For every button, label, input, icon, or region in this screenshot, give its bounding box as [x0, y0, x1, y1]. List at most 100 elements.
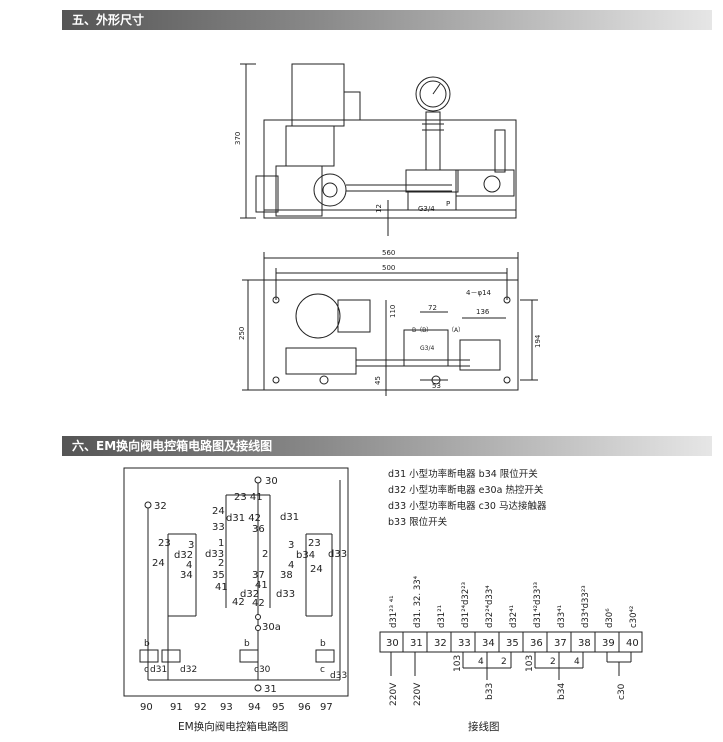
wiring-top-label-32: d31²¹	[437, 605, 447, 628]
pump-wheel	[313, 173, 347, 207]
wiring-bottom-2-a: 2	[501, 657, 507, 667]
circuit-diagram: 30 32 23 41 24 d31 42 33 36 d31 23 3 24 …	[123, 467, 349, 733]
wiring-top-label-35: d32⁴¹	[509, 605, 519, 628]
relay-c-left	[161, 649, 181, 663]
circuit-bottom-95: 95	[272, 702, 285, 713]
circuit-relay-d31: d31	[150, 665, 167, 675]
circuit-terminal-32: 32	[154, 501, 167, 512]
circuit-relay-c30: c30	[254, 665, 271, 675]
dim-500: 500	[382, 264, 395, 272]
wiring-terminal-30: 30	[386, 638, 399, 649]
circuit-label-4-right: 4	[288, 560, 294, 571]
circuit-label-1: 1	[218, 538, 224, 549]
wiring-terminal-40: 40	[626, 638, 639, 649]
circuit-terminal-30: 30	[265, 476, 278, 487]
circuit-terminal-31: 31	[264, 684, 277, 695]
circuit-bottom-97: 97	[320, 702, 333, 713]
port-g34: G3/4	[418, 205, 435, 213]
relay-b-center	[239, 649, 259, 663]
front-view-drawing	[240, 63, 517, 236]
wiring-bottom-4-b: 4	[574, 657, 580, 667]
wiring-terminal-34: 34	[482, 638, 495, 649]
circuit-bottom-96: 96	[298, 702, 311, 713]
wiring-terminal-37: 37	[554, 638, 567, 649]
circuit-relay-c-left: c	[144, 665, 149, 675]
circuit-label-24: 24	[212, 506, 225, 517]
front-base-plate	[263, 119, 517, 219]
circuit-label-23-41: 23 41	[234, 492, 263, 503]
circuit-bottom-90: 90	[140, 702, 153, 713]
dim-194: 194	[534, 334, 542, 348]
dim-53: 53	[432, 382, 441, 390]
legend-line-4: b33 限位开关	[388, 517, 448, 528]
circuit-relay-d32: d32	[180, 665, 197, 675]
wiring-bottom-4-a: 4	[478, 657, 484, 667]
wiring-top-label-37: d33⁴¹	[557, 605, 567, 628]
wiring-bottom-b34: b34	[557, 683, 567, 700]
circuit-label-2-right: 2	[262, 549, 268, 560]
circuit-label-42-right: 42	[252, 598, 265, 609]
port-g-label: G3/4	[420, 345, 434, 352]
circuit-label-37: 37	[252, 570, 265, 581]
port-p: P	[446, 200, 450, 208]
wiring-bottom-c30: c30	[617, 683, 627, 700]
wiring-terminal-36: 36	[530, 638, 543, 649]
circuit-label-30a: 30a	[262, 622, 281, 633]
circuit-label-33: 33	[212, 522, 225, 533]
wiring-top-label-38: d33⁴d33²³	[581, 585, 591, 628]
dim-370: 370	[234, 132, 242, 145]
circuit-caption: EM换向阀电控箱电路图	[178, 720, 288, 733]
circuit-label-d33-center: d33	[205, 549, 224, 560]
wiring-terminal-38: 38	[578, 638, 591, 649]
dim-110: 110	[389, 305, 397, 318]
wiring-bottom-2-b: 2	[550, 657, 556, 667]
wiring-diagram: 30 31 32 33 34 35 36 37 38 39 40 d31²³ ⁴…	[379, 575, 643, 733]
circuit-label-42-center: 42	[232, 597, 245, 608]
wiring-terminal-33: 33	[458, 638, 471, 649]
circuit-label-d33-mid: d33	[276, 589, 295, 600]
circuit-relay-b-right: b	[320, 639, 326, 649]
circuit-label-4-left: 4	[186, 560, 192, 571]
section-title-dimensions: 五、外形尺寸	[62, 10, 712, 30]
section-title-circuit: 六、EM换向阀电控箱电路图及接线图	[62, 436, 712, 456]
circuit-relay-b-left: b	[144, 639, 150, 649]
wiring-top-label-30: d31²³ ⁴¹	[389, 595, 399, 628]
circuit-label-24-right: 24	[310, 564, 323, 575]
circuit-bottom-93: 93	[220, 702, 233, 713]
wiring-top-label-39: d30⁶	[605, 608, 615, 628]
circuit-label-3-right: 3	[288, 540, 294, 551]
circuit-frame	[123, 467, 349, 697]
relay-b-right	[315, 649, 335, 663]
wiring-top-label-36: d31⁴²d33³³	[533, 582, 543, 628]
circuit-label-b34: b34	[296, 550, 315, 561]
wiring-terminal-35: 35	[506, 638, 519, 649]
wiring-bottom-220v-b: 220V	[413, 682, 423, 706]
circuit-label-3-left: 3	[188, 540, 194, 551]
wiring-terminal-31: 31	[410, 638, 423, 649]
circuit-relay-c-right: c	[320, 665, 325, 675]
circuit-label-d32-left: d32	[174, 550, 193, 561]
dim-45: 45	[374, 376, 382, 385]
circuit-label-d33-right: d33	[328, 549, 347, 560]
circuit-label-d31: d31	[280, 512, 299, 523]
port-a-label: （A）	[448, 327, 464, 334]
wiring-top-label-31: d31. 32. 33⁴	[413, 575, 423, 628]
wiring-terminal-39: 39	[602, 638, 615, 649]
circuit-label-23-right: 23	[308, 538, 321, 549]
dim-560: 560	[382, 249, 395, 257]
motor-body	[291, 63, 345, 127]
wiring-bottom-103-b: 103	[525, 655, 535, 672]
pressure-gauge	[415, 76, 451, 112]
circuit-label-d32-center: d32	[240, 589, 259, 600]
circuit-label-38: 38	[280, 570, 293, 581]
wiring-bottom-220v-a: 220V	[389, 682, 399, 706]
wiring-top-label-33: d31²⁴d32²³	[461, 582, 471, 628]
circuit-label-34: 34	[180, 570, 193, 581]
circuit-bottom-94: 94	[248, 702, 261, 713]
hole-note: 4－φ14	[466, 289, 492, 297]
wiring-terminal-32: 32	[434, 638, 447, 649]
motor-top-view	[295, 293, 341, 339]
top-base-plate	[263, 279, 519, 391]
dim-12: 12	[375, 204, 383, 213]
circuit-label-35: 35	[212, 570, 225, 581]
